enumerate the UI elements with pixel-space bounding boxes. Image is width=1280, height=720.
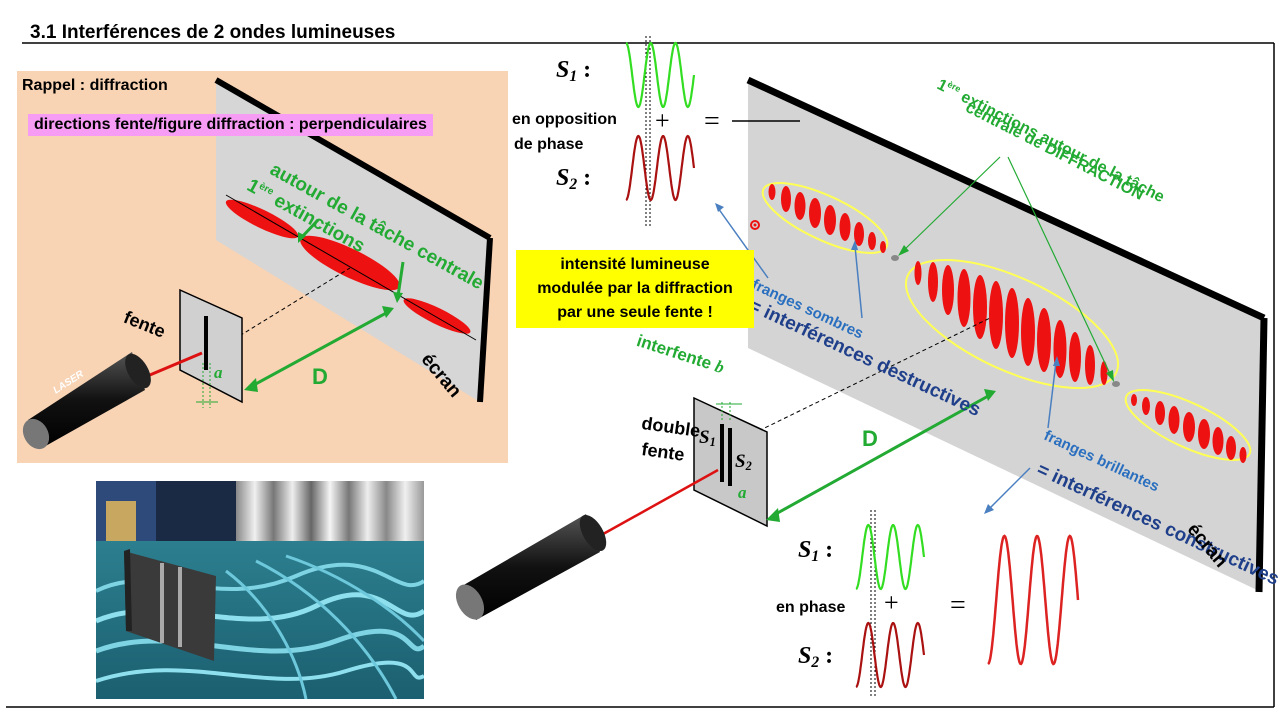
interference-screen — [748, 80, 1262, 590]
top-plus: + — [655, 106, 670, 135]
slit-s2-label: S2 — [735, 451, 752, 474]
bottom-s2-label: S2 : — [798, 643, 834, 671]
wave-s1-in-phase — [855, 523, 926, 591]
fringes-left — [768, 184, 886, 253]
top-equals: = — [704, 106, 720, 137]
top-s2-label: S2 : — [556, 165, 592, 193]
extinction-dot-right — [1112, 381, 1120, 387]
laser-beam-right — [595, 468, 719, 540]
fringes-central — [914, 261, 1108, 385]
bottom-equals: = — [950, 590, 966, 621]
diffraction-screen-edge — [214, 77, 492, 241]
top-s1-label: S1 : — [556, 57, 592, 85]
wave-s1-opposition — [625, 41, 696, 109]
slide-title: 3.1 Interférences de 2 ondes lumineuses — [30, 22, 396, 43]
distance-arrow-right — [773, 393, 991, 517]
single-slit — [179, 288, 243, 404]
envelope-left — [761, 182, 889, 254]
envelope-central — [904, 258, 1120, 390]
opposition-label-2: de phase — [514, 136, 584, 153]
main-slit-width-label: a — [738, 483, 747, 502]
diffraction-lobe-left — [225, 199, 299, 239]
distance-arrow-left — [251, 310, 389, 388]
in-phase-label: en phase — [776, 599, 846, 616]
envelope-right — [1124, 389, 1252, 461]
slit-width-label: a — [214, 363, 223, 382]
laser-body-left — [28, 352, 145, 448]
extinction-dot-left — [891, 255, 899, 261]
diffraction-modulation-note: intensité lumineuse modulée par la diffr… — [516, 250, 754, 328]
wave-s2-opposition — [625, 134, 696, 202]
recall-title: Rappel : diffraction — [22, 77, 168, 94]
bottom-s1-label: S1 : — [798, 537, 834, 565]
laser-body-right — [462, 514, 600, 620]
slit-s1-label: S1 — [699, 427, 716, 450]
diffraction-central-lobe — [300, 235, 400, 291]
ripple-tank-image — [96, 481, 424, 699]
fringes-right — [1131, 394, 1247, 463]
bottom-plus: + — [884, 588, 899, 617]
distance-label-left: D — [312, 364, 328, 389]
wave-sum-in-phase — [987, 534, 1080, 666]
diffraction-axis — [225, 194, 477, 341]
distance-label-right: D — [862, 426, 878, 451]
recall-caption: directions fente/figure diffraction : pe… — [28, 114, 433, 136]
ripple-tank-photo — [96, 481, 424, 699]
diffraction-screen — [216, 80, 490, 402]
wave-s2-in-phase — [855, 621, 926, 689]
opposition-label: en opposition — [512, 111, 617, 128]
interference-screen-edge — [746, 76, 1266, 322]
